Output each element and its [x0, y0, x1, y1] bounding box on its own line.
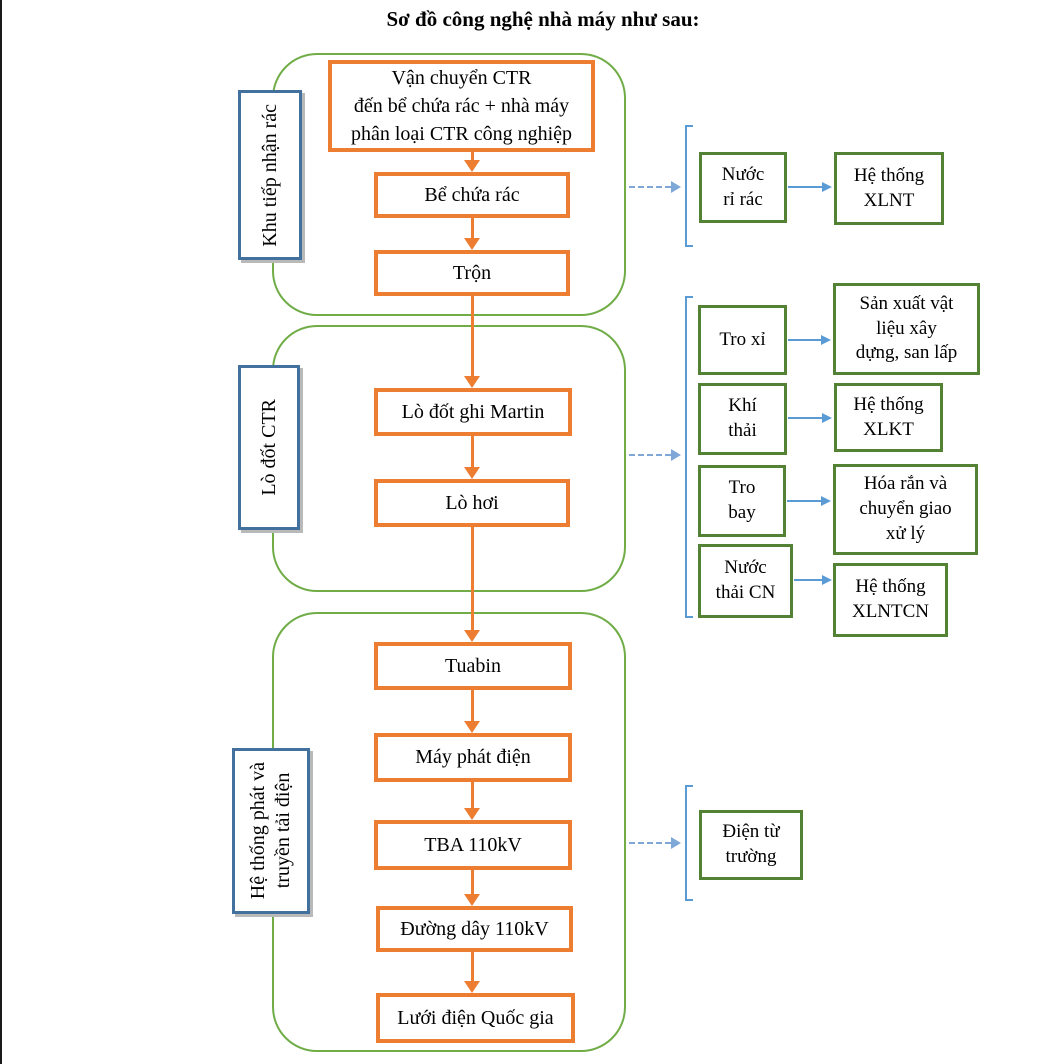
arrowhead-vanchuyen-bechua: [464, 160, 480, 172]
arrowhead-trobay-hoaran: [821, 496, 831, 506]
box-van-chuyen-ctr: Vận chuyển CTR đến bể chứa rác + nhà máy…: [328, 60, 595, 152]
arrow-tuabin-mayphat: [471, 690, 474, 723]
arrowhead-nuocthaicn-xlntcn: [822, 575, 832, 585]
dashed-arrow-power: [629, 842, 671, 844]
box-khi-thai: Khí thải: [698, 383, 787, 455]
arrow-khithai-xlkt: [788, 417, 822, 419]
box-dien-tu-truong: Điện từ trường: [699, 810, 803, 880]
section-label-text: Khu tiếp nhận rác: [258, 103, 281, 247]
arrowhead-bechua-tron: [464, 238, 480, 250]
box-luoi-dien-quoc-gia: Lưới điện Quốc gia: [376, 993, 575, 1043]
box-san-xuat-vlxd: Sản xuất vật liệu xây dựng, san lấp: [833, 283, 980, 375]
arrowhead-tba-duongday: [464, 894, 480, 906]
section-label-he-thong-phat: Hệ thống phát và truyền tải điện: [232, 748, 310, 914]
dashed-arrowhead-power: [671, 837, 681, 849]
arrowhead-duongday-luoidien: [464, 981, 480, 993]
dashed-arrow-incinerator: [629, 454, 671, 456]
arrow-trobay-hoaran: [787, 500, 821, 502]
bracket-power-outputs: [685, 785, 693, 901]
arrow-tron-lodot: [471, 296, 474, 378]
box-be-chua-rac: Bể chứa rác: [374, 172, 570, 218]
dashed-arrowhead-incinerator: [671, 449, 681, 461]
box-lo-hoi: Lò hơi: [374, 479, 570, 527]
arrow-bechua-tron: [471, 218, 474, 240]
bracket-receiving-outputs: [685, 125, 693, 247]
box-tba-110kv: TBA 110kV: [374, 820, 572, 870]
arrowhead-lodot-lohoi: [464, 467, 480, 479]
box-tron: Trộn: [374, 250, 570, 296]
arrowhead-troxi-sanxuat: [821, 335, 831, 345]
dashed-arrowhead-receiving: [671, 181, 681, 193]
box-duong-day-110kv: Đường dây 110kV: [376, 906, 573, 952]
box-may-phat-dien: Máy phát điện: [374, 733, 572, 782]
arrowhead-mayphat-tba: [464, 808, 480, 820]
arrow-lodot-lohoi: [471, 436, 474, 469]
section-label-lo-dot-ctr: Lò đốt CTR: [238, 365, 300, 530]
box-lo-dot-ghi-martin: Lò đốt ghi Martin: [374, 388, 572, 436]
section-label-khu-tiep-nhan-rac: Khu tiếp nhận rác: [238, 90, 302, 260]
box-tro-bay: Tro bay: [698, 465, 786, 537]
arrowhead-lohoi-tuabin: [464, 630, 480, 642]
bracket-incinerator-outputs: [685, 296, 693, 618]
box-he-thong-xlkt: Hệ thống XLKT: [834, 383, 943, 452]
box-tro-xi: Tro xỉ: [698, 305, 787, 375]
box-nuoc-thai-cn: Nước thải CN: [698, 544, 793, 618]
arrowhead-khithai-xlkt: [822, 413, 832, 423]
section-label-text: Hệ thống phát và truyền tải điện: [247, 762, 294, 900]
left-edge-artifact: [0, 0, 2, 1064]
arrowhead-tron-lodot: [464, 376, 480, 388]
section-label-text: Lò đốt CTR: [257, 399, 280, 496]
box-he-thong-xlnt: Hệ thống XLNT: [834, 152, 944, 225]
diagram-title: Sơ đồ công nghệ nhà máy như sau:: [386, 7, 700, 31]
arrow-lohoi-tuabin: [471, 527, 474, 632]
dashed-arrow-receiving: [629, 186, 671, 188]
box-hoa-ran: Hóa rắn và chuyển giao xử lý: [833, 464, 978, 555]
arrowhead-nuocrirac-xlnt: [822, 182, 832, 192]
arrow-troxi-sanxuat: [788, 339, 821, 341]
arrow-mayphat-tba: [471, 782, 474, 810]
box-he-thong-xlntcn: Hệ thống XLNTCN: [833, 563, 948, 637]
arrowhead-tuabin-mayphat: [464, 721, 480, 733]
box-tuabin: Tuabin: [374, 642, 572, 690]
arrow-nuocthaicn-xlntcn: [794, 579, 822, 581]
section-incinerator-outline: [272, 325, 626, 592]
arrow-duongday-luoidien: [471, 952, 474, 983]
arrow-nuocrirac-xlnt: [788, 186, 822, 188]
arrow-tba-duongday: [471, 870, 474, 896]
arrow-vanchuyen-bechua: [471, 152, 474, 163]
box-nuoc-ri-rac: Nước rỉ rác: [699, 152, 787, 223]
